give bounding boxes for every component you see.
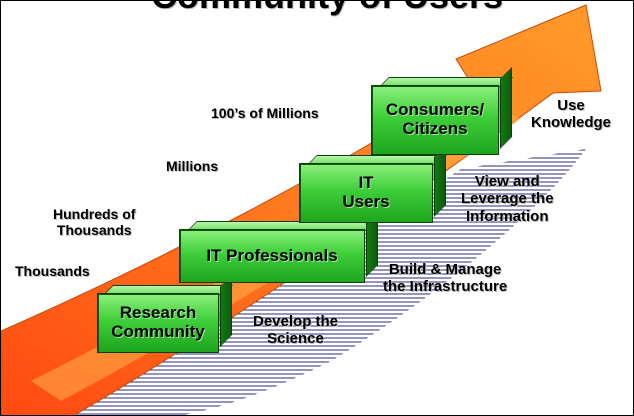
step-consumers-citizens: Consumers/ Citizens [371, 85, 499, 155]
step-it-users: IT Users [299, 163, 433, 223]
step-it-professionals: IT Professionals [179, 229, 365, 283]
step-research-community: Research Community [97, 293, 219, 353]
size-label-hundreds-thousands: Hundreds of Thousands [53, 206, 136, 239]
size-label-thousands: Thousands [15, 263, 90, 279]
step-itusers-side [434, 145, 446, 217]
activity-develop-science: Develop the Science [253, 313, 339, 348]
size-label-hundreds-millions: 100’s of Millions [211, 105, 319, 121]
title-fragment: Community of Users [151, 1, 503, 16]
activity-build-manage: Build & Manage the Infrastructure [383, 261, 508, 296]
activity-view-leverage: View and Leverage the Information [461, 173, 554, 225]
step-research-side [220, 275, 232, 347]
activity-use-knowledge: Use Knowledge [531, 97, 612, 132]
step-consumers-side [500, 67, 512, 149]
size-label-millions: Millions [166, 158, 219, 174]
